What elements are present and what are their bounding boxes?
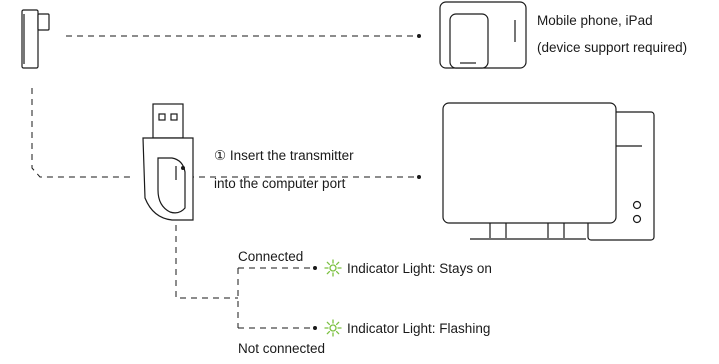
- status-connected: Connected: [238, 249, 304, 264]
- mobile-label-line2: (device support required): [537, 40, 688, 55]
- usb-transmitter-icon: [142, 103, 194, 221]
- indicator-light-on-icon: [324, 259, 342, 277]
- status-not-connected-light: Indicator Light: Flashing: [347, 321, 491, 336]
- link-dot-connected: [313, 266, 317, 270]
- link-status-branches: [175, 225, 312, 329]
- phone-tablet-icon: [439, 1, 527, 69]
- step-label-line1: ① Insert the transmitter: [214, 148, 354, 163]
- status-not-connected: Not connected: [238, 341, 326, 356]
- link-dot-computer: [417, 175, 421, 179]
- status-connected-light: Indicator Light: Stays on: [347, 261, 492, 276]
- desktop-computer-icon: [442, 102, 655, 241]
- usb-c-adapter-icon: [21, 9, 50, 69]
- link-adapter-to-computer: [31, 88, 416, 178]
- mobile-label-line1: Mobile phone, iPad: [537, 13, 653, 28]
- link-dot-not-connected: [313, 326, 317, 330]
- link-adapter-to-phone: [66, 34, 421, 38]
- step-label-line2: into the computer port: [214, 176, 346, 191]
- indicator-light-flashing-icon: [324, 319, 342, 337]
